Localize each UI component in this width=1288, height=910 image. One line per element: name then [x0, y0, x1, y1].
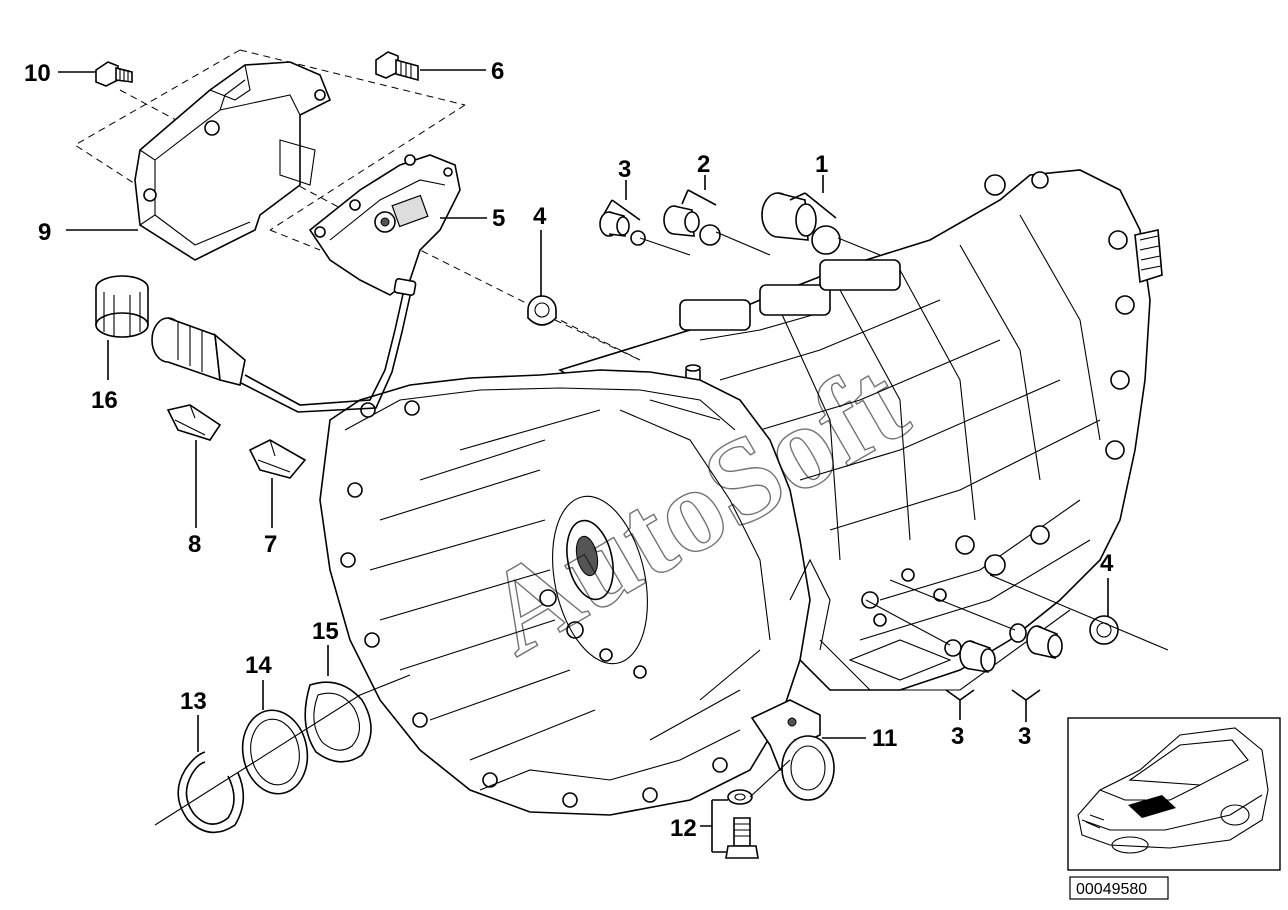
part-4-seal-top — [527, 295, 557, 326]
part-labels: 1 2 3 4 5 6 9 10 16 8 7 15 14 13 11 12 3… — [24, 58, 1114, 842]
label-9: 9 — [38, 219, 51, 246]
part-7-clip — [248, 439, 307, 479]
part-1-plug — [761, 192, 841, 255]
label-3-lower-left: 3 — [951, 723, 964, 750]
label-10: 10 — [24, 60, 51, 87]
connector-plug — [151, 317, 246, 386]
label-3-top: 3 — [618, 156, 631, 183]
part-3-plug-top — [599, 211, 646, 246]
label-15: 15 — [312, 618, 339, 645]
diagram-reference: 00049580 — [1069, 876, 1169, 900]
label-2: 2 — [697, 151, 710, 178]
part-6-bolt — [375, 51, 419, 82]
part-2-plug — [663, 205, 721, 246]
label-13: 13 — [180, 688, 207, 715]
part-16-connector-sleeve — [95, 275, 149, 338]
label-6: 6 — [491, 58, 504, 85]
part-15-gasket — [304, 681, 372, 763]
part-11-bracket — [750, 699, 835, 801]
label-1: 1 — [815, 151, 828, 178]
part-12-washer-bolt — [725, 789, 759, 859]
label-7: 7 — [264, 531, 277, 558]
part-9-shield-bracket — [134, 61, 332, 261]
vehicle-locator-inset — [1067, 717, 1281, 871]
diagram-ref-number: 00049580 — [1076, 881, 1147, 898]
part-4-seal-right — [1089, 615, 1119, 645]
label-3-lower-right: 3 — [1018, 723, 1031, 750]
part-8-clip — [166, 404, 222, 441]
part-5-sensor-plate — [240, 154, 461, 413]
part-10-bolt — [95, 61, 133, 87]
label-4-top: 4 — [533, 203, 547, 230]
part-14-ring — [241, 709, 309, 795]
label-11: 11 — [872, 725, 897, 752]
label-5: 5 — [492, 205, 505, 232]
label-8: 8 — [188, 531, 201, 558]
label-16: 16 — [91, 387, 118, 414]
part-3-plug-lower-right — [1009, 623, 1063, 659]
label-12: 12 — [670, 815, 697, 842]
part-13-circlip — [177, 751, 245, 834]
leader-lines — [58, 69, 1169, 853]
label-14: 14 — [245, 652, 272, 679]
transmission-housing — [319, 169, 1163, 816]
label-4-right: 4 — [1100, 550, 1114, 577]
